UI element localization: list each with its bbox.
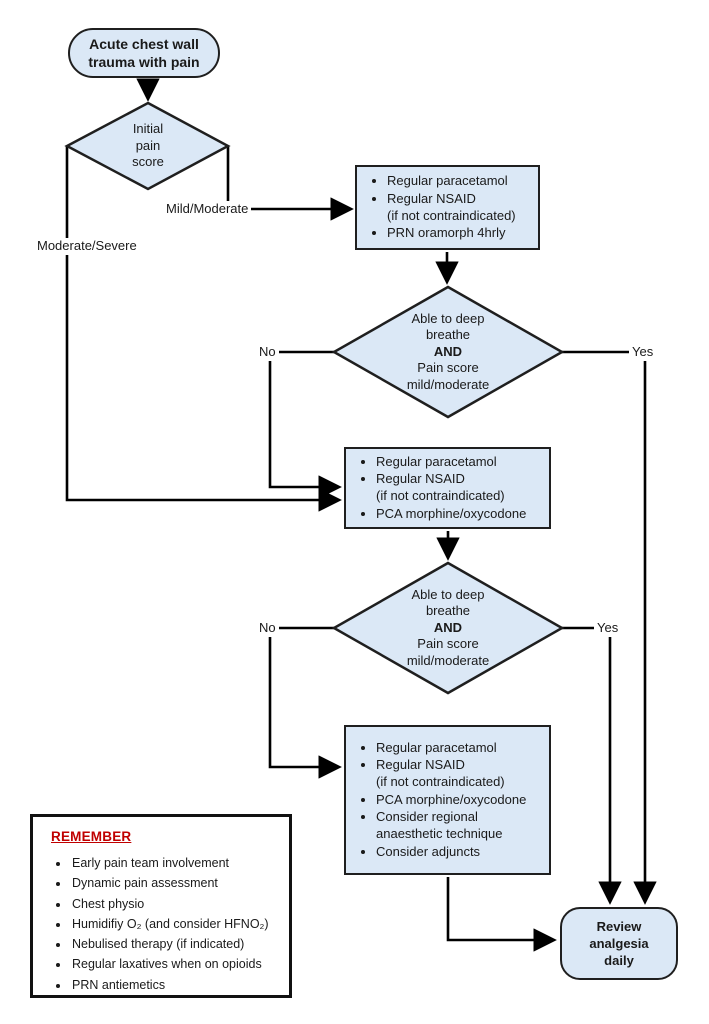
escalation-treatment-list: Regular paracetamol Regular NSAID (if no… xyxy=(346,735,530,865)
edge-label-mild-moderate: Mild/Moderate xyxy=(163,201,252,218)
list-item: Regular paracetamol xyxy=(376,740,526,757)
escalation-treatment-box: Regular paracetamol Regular NSAID (if no… xyxy=(344,725,551,875)
remember-list: Early pain team involvement Dynamic pain… xyxy=(45,853,283,995)
list-item: PCA morphine/oxycodone xyxy=(376,792,526,809)
list-item: Regular paracetamol xyxy=(387,173,516,190)
edge-label-decision2-yes: Yes xyxy=(594,620,622,637)
list-item: Early pain team involvement xyxy=(70,853,283,873)
list-item: Consider regional anaesthetic technique xyxy=(376,809,526,842)
list-item: Regular paracetamol xyxy=(376,454,526,471)
list-item: Humidifiy O₂ (and consider HFNO₂) xyxy=(70,914,283,934)
edge-decision2-no xyxy=(268,626,342,779)
edge-label-decision2-no: No xyxy=(256,620,279,637)
list-item: PRN antiemetics xyxy=(70,975,283,995)
edge-label-decision1-yes: Yes xyxy=(629,344,657,361)
list-item: Regular NSAID (if not contraindicated) xyxy=(376,471,526,504)
list-item: Regular NSAID (if not contraindicated) xyxy=(376,757,526,790)
decision1-diamond xyxy=(331,285,565,419)
list-item: Consider adjuncts xyxy=(376,844,526,861)
pca-treatment-list: Regular paracetamol Regular NSAID (if no… xyxy=(346,449,530,528)
initial-pain-score-diamond xyxy=(64,101,231,191)
edge-decision2-yes xyxy=(562,626,622,905)
list-item: Regular NSAID (if not contraindicated) xyxy=(387,191,516,224)
list-item: Dynamic pain assessment xyxy=(70,873,283,893)
edge-label-moderate-severe: Moderate/Severe xyxy=(34,238,140,255)
mild-treatment-box: Regular paracetamol Regular NSAID (if no… xyxy=(355,165,540,250)
mild-treatment-list: Regular paracetamol Regular NSAID (if no… xyxy=(357,168,520,247)
list-item: Nebulised therapy (if indicated) xyxy=(70,934,283,954)
edge-mild-moderate xyxy=(226,146,354,221)
list-item: Chest physio xyxy=(70,894,283,914)
list-item: Regular laxatives when on opioids xyxy=(70,954,283,974)
list-item: PCA morphine/oxycodone xyxy=(376,506,526,523)
remember-box: REMEMBER Early pain team involvement Dyn… xyxy=(30,814,292,998)
remember-heading: REMEMBER xyxy=(51,829,132,844)
pca-treatment-box: Regular paracetamol Regular NSAID (if no… xyxy=(344,447,551,529)
edge-label-decision1-no: No xyxy=(256,344,279,361)
decision2-diamond xyxy=(331,561,565,695)
edge-moderate-severe xyxy=(65,146,342,512)
list-item: PRN oramorph 4hrly xyxy=(387,225,516,242)
edge-decision1-no xyxy=(268,350,342,499)
review-analgesia-node: Review analgesia daily xyxy=(560,907,678,980)
start-node: Acute chest wall trauma with pain xyxy=(68,28,220,78)
edge-escalation-to-review xyxy=(446,877,557,952)
